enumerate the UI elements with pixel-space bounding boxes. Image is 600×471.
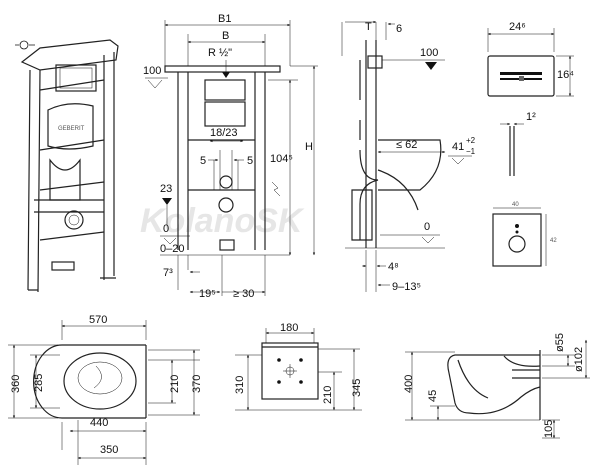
small-plate-height-label: 42 <box>550 238 557 244</box>
front-19-5-label: 19⁵ <box>199 288 216 300</box>
side-0-label: 0 <box>424 221 430 233</box>
side-6-label: 6 <box>396 23 402 35</box>
front-b1-label: B1 <box>218 13 231 25</box>
flush-plate-view: 24⁶ 16⁴ 1² <box>487 21 574 176</box>
side-9-13-label: 9–13⁵ <box>392 281 421 293</box>
top-570-label: 570 <box>89 314 107 326</box>
frame-3d-sketch: GEBERIT <box>15 39 119 293</box>
side-le-62-label: ≤ 62 <box>396 139 417 151</box>
front-5-left-label: 5 <box>200 155 206 167</box>
side-tol-minus: −1 <box>466 147 476 156</box>
side-100-label: 100 <box>420 47 438 59</box>
top-350-label: 350 <box>100 444 118 456</box>
side-t-label: T <box>365 21 372 33</box>
side-105-label: 105 <box>543 420 555 438</box>
front-0-20-label: 0–20 <box>160 243 184 255</box>
side-41-label: 41 <box>452 141 464 153</box>
electric-supply-icon <box>271 181 281 197</box>
side-d102-label: ø102 <box>573 347 585 372</box>
watermark-text: KolanoSK <box>140 202 305 240</box>
side-400-label: 400 <box>403 375 415 393</box>
back-210-label: 210 <box>322 386 334 404</box>
side-45-label: 45 <box>427 390 439 402</box>
small-plate-width-label: 40 <box>512 202 519 208</box>
side-view: T 6 100 ≤ 62 41 +2 −1 0 4⁸ 9–13⁵ <box>341 20 476 293</box>
bowl-top-view: 570 360 285 210 370 440 350 <box>8 314 203 465</box>
top-440-label: 440 <box>90 417 108 429</box>
front-0-label: 0 <box>163 223 169 235</box>
side-4-8-label: 4⁸ <box>388 261 399 273</box>
front-view: B1 B R ½" 100 18/23 5 5 23 0 0–20 7³ <box>143 13 318 300</box>
front-7-3-label: 7³ <box>163 267 173 279</box>
front-23-label: 23 <box>160 183 172 195</box>
plate-width-label: 24⁶ <box>509 21 526 33</box>
back-345-label: 345 <box>351 379 363 397</box>
top-370-label: 370 <box>191 375 203 393</box>
front-104-5-label: 104⁵ <box>270 153 293 165</box>
back-310-label: 310 <box>234 376 246 394</box>
front-h-label: H <box>305 141 313 153</box>
top-210-label: 210 <box>169 375 181 393</box>
front-5-right-label: 5 <box>247 155 253 167</box>
plate-depth-label: 1² <box>526 111 536 123</box>
small-plate-view: 40 42 <box>492 202 557 267</box>
front-100-label: 100 <box>143 65 161 77</box>
top-285-label: 285 <box>33 374 45 392</box>
front-b-label: B <box>222 30 229 42</box>
front-ge-30-label: ≥ 30 <box>233 288 254 300</box>
front-18-23-label: 18/23 <box>210 127 238 139</box>
side-tol-plus: +2 <box>466 136 476 145</box>
top-360-label: 360 <box>10 375 22 393</box>
front-r-label: R ½" <box>208 47 232 59</box>
back-180-label: 180 <box>280 322 298 334</box>
bowl-back-view: 180 310 210 345 <box>234 322 363 411</box>
plate-height-label: 16⁴ <box>557 69 574 81</box>
brand-label-icon: GEBERIT <box>58 126 85 132</box>
side-d55-label: ø55 <box>554 333 566 352</box>
bowl-side-view: 400 45 ø55 ø102 105 <box>403 333 590 439</box>
